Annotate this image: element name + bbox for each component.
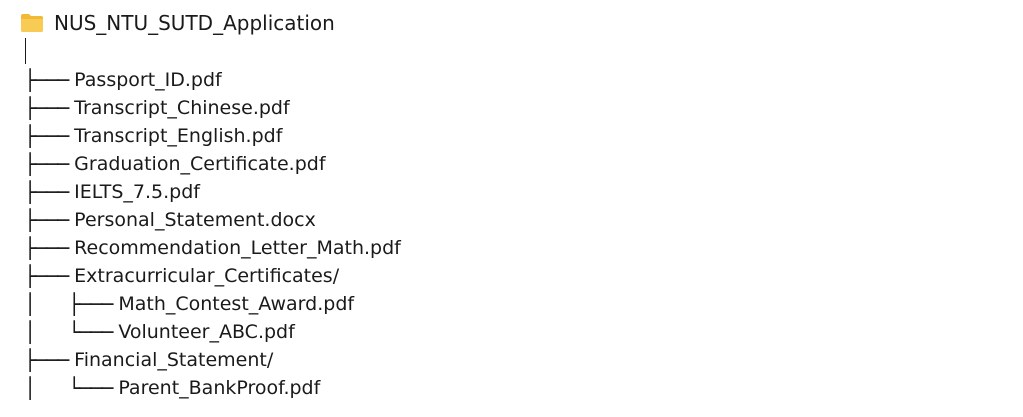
folder-name: Financial_Statement/ [74, 349, 274, 371]
tree-entry[interactable]: ├─── IELTS_7.5.pdf [24, 178, 200, 206]
tree-connector: ├─── [24, 180, 69, 204]
folder-icon [20, 13, 44, 33]
tree-connector: │ └─── [24, 376, 113, 400]
tree-connector: ├─── [24, 348, 69, 372]
tree-entry[interactable]: ├─── Personal_Statement.docx [24, 206, 316, 234]
tree-entry-folder[interactable]: ├─── Extracurricular_Certificates/ [24, 262, 339, 290]
tree-connector: ├─── [24, 264, 69, 288]
file-name: Transcript_English.pdf [74, 125, 283, 147]
tree-connector: ├─── [24, 152, 69, 176]
tree-stem-line [25, 38, 26, 64]
file-name: Personal_Statement.docx [74, 209, 316, 231]
tree-connector: │ ├─── [24, 292, 113, 316]
tree-connector: │ └─── [24, 320, 113, 344]
file-name: Math_Contest_Award.pdf [118, 293, 355, 315]
tree-entry[interactable]: ├─── Transcript_Chinese.pdf [24, 94, 290, 122]
tree-entry[interactable]: │ ├─── Math_Contest_Award.pdf [24, 290, 354, 318]
tree-connector: ├─── [24, 124, 69, 148]
file-name: Volunteer_ABC.pdf [118, 321, 295, 343]
file-name: IELTS_7.5.pdf [74, 181, 200, 203]
tree-entry-folder[interactable]: ├─── Financial_Statement/ [24, 346, 273, 374]
file-name: Graduation_Certificate.pdf [74, 153, 326, 175]
folder-name: Extracurricular_Certificates/ [74, 265, 340, 287]
tree-connector: ├─── [24, 68, 69, 92]
file-name: Transcript_Chinese.pdf [74, 97, 290, 119]
tree-entry[interactable]: ├─── Transcript_English.pdf [24, 122, 282, 150]
tree-connector: ├─── [24, 96, 69, 120]
root-folder[interactable]: NUS_NTU_SUTD_Application [20, 9, 335, 37]
tree-entry[interactable]: ├─── Recommendation_Letter_Math.pdf [24, 234, 401, 262]
tree-connector: ├─── [24, 236, 69, 260]
file-name: Parent_BankProof.pdf [118, 377, 321, 399]
file-name: Recommendation_Letter_Math.pdf [74, 237, 401, 259]
file-name: Passport_ID.pdf [74, 69, 222, 91]
root-folder-label: NUS_NTU_SUTD_Application [54, 11, 335, 35]
tree-entry[interactable]: │ └─── Volunteer_ABC.pdf [24, 318, 295, 346]
tree-entry[interactable]: ├─── Graduation_Certificate.pdf [24, 150, 326, 178]
tree-entry[interactable]: ├─── Passport_ID.pdf [24, 66, 222, 94]
tree-connector: ├─── [24, 208, 69, 232]
tree-entry[interactable]: │ └─── Parent_BankProof.pdf [24, 374, 320, 402]
